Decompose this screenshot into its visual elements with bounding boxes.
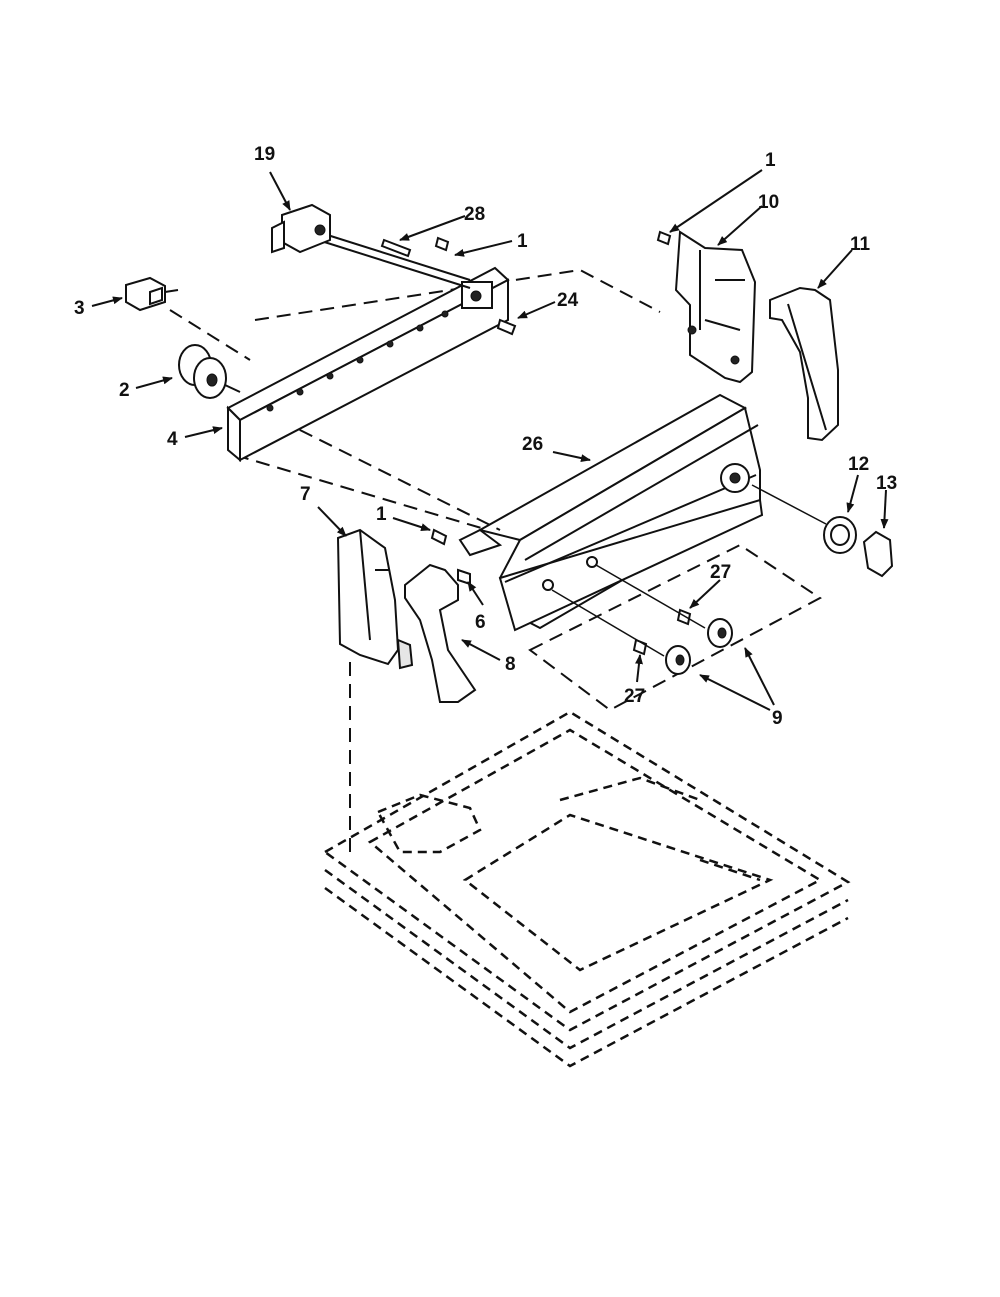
label-24: 24 bbox=[557, 290, 579, 311]
label-1-right: 1 bbox=[765, 150, 776, 171]
switch-part-3 bbox=[125, 276, 179, 312]
alignment-line-3 bbox=[169, 309, 251, 361]
label-7: 7 bbox=[300, 484, 311, 505]
screw-1-top bbox=[434, 236, 450, 252]
end-cap-part-8 bbox=[404, 563, 477, 703]
screw-27-a bbox=[676, 608, 692, 626]
label-13: 13 bbox=[876, 473, 897, 494]
label-1-left: 1 bbox=[376, 504, 387, 525]
timer-part-19 bbox=[271, 203, 331, 254]
screw-28 bbox=[380, 238, 412, 258]
label-11: 11 bbox=[850, 234, 871, 255]
switch-part-9-a bbox=[707, 618, 733, 648]
label-27-lower: 27 bbox=[624, 686, 645, 707]
panel-back-outline-side bbox=[279, 419, 501, 531]
label-8: 8 bbox=[505, 654, 516, 675]
switch-part-9-b bbox=[665, 645, 691, 675]
leader-lines bbox=[91, 169, 889, 711]
label-19: 19 bbox=[254, 144, 275, 165]
screw-24 bbox=[496, 318, 517, 336]
label-28: 28 bbox=[464, 204, 485, 225]
cabinet-top-outline bbox=[322, 710, 851, 1068]
label-10: 10 bbox=[758, 192, 779, 213]
screw-1-right bbox=[656, 230, 672, 246]
label-12: 12 bbox=[848, 454, 869, 475]
label-4: 4 bbox=[167, 429, 178, 450]
label-26: 26 bbox=[522, 434, 543, 455]
switch-area-outline bbox=[528, 543, 822, 712]
console-bracket-4 bbox=[226, 266, 510, 463]
label-2: 2 bbox=[119, 380, 130, 401]
knob-part-13 bbox=[862, 530, 894, 578]
knob-part-2 bbox=[178, 344, 241, 399]
screw-1-left bbox=[430, 528, 448, 546]
label-9: 9 bbox=[772, 708, 783, 729]
alignment-line-12 bbox=[751, 484, 827, 525]
label-1-top: 1 bbox=[517, 231, 528, 252]
label-3: 3 bbox=[74, 298, 85, 319]
label-6: 6 bbox=[475, 612, 486, 633]
control-panel-26 bbox=[458, 393, 764, 632]
end-cap-part-7 bbox=[336, 528, 414, 670]
label-27-upper: 27 bbox=[710, 562, 731, 583]
alignment-line-9a bbox=[595, 564, 706, 629]
bezel-part-12 bbox=[823, 516, 857, 554]
panel-back-outline-lower bbox=[234, 454, 489, 531]
end-cap-part-11 bbox=[769, 286, 839, 442]
alignment-line-9b bbox=[551, 589, 665, 657]
end-cap-part-10 bbox=[674, 230, 757, 384]
rod-19 bbox=[317, 231, 471, 281]
